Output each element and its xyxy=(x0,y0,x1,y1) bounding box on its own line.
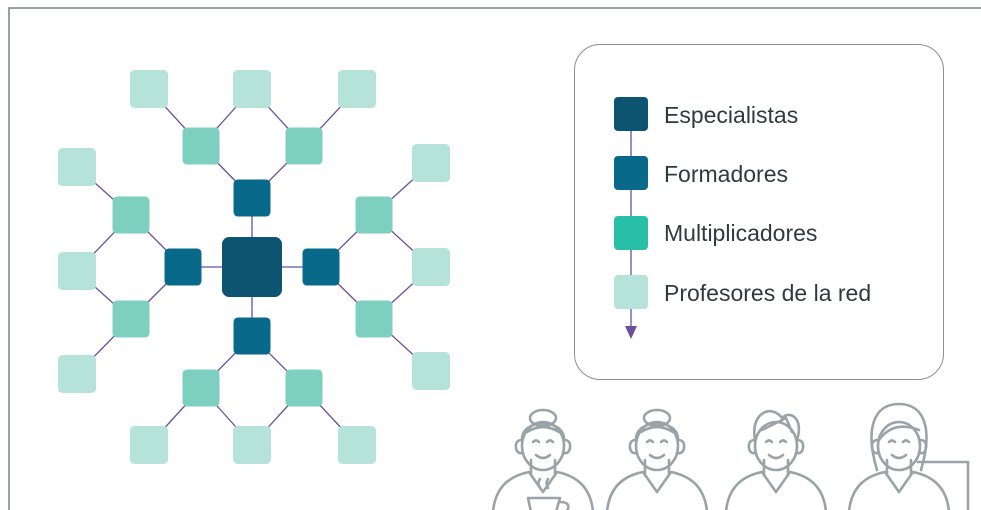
legend-label-multipliers: Multiplicadores xyxy=(664,220,818,246)
frame-left-border xyxy=(8,7,10,510)
teacher-with-coffee-icon xyxy=(491,408,595,510)
teacher-node xyxy=(338,426,376,464)
teacher-node xyxy=(233,426,271,464)
legend-label-trainers: Formadores xyxy=(664,161,788,187)
legend-swatch xyxy=(614,97,648,131)
teacher-node xyxy=(338,70,376,108)
multiplier-node xyxy=(355,196,393,234)
trainer-node xyxy=(233,317,271,355)
specialist-node xyxy=(222,237,282,297)
legend-label-teachers: Profesores de la red xyxy=(664,280,872,306)
teacher-node xyxy=(58,355,96,393)
network-nodes xyxy=(58,70,450,464)
frame-top-border xyxy=(8,7,981,9)
multiplier-node xyxy=(112,300,150,338)
multiplier-node xyxy=(182,127,220,165)
teacher-node xyxy=(412,248,450,286)
multiplier-node xyxy=(182,369,220,407)
legend-swatch xyxy=(614,156,648,190)
teacher-node xyxy=(58,252,96,290)
trainer-node xyxy=(164,248,202,286)
legend-arrow-icon xyxy=(625,326,637,339)
teacher-man-icon xyxy=(724,409,828,510)
teacher-node xyxy=(412,144,450,182)
trainer-node xyxy=(302,248,340,286)
teacher-node xyxy=(58,148,96,186)
teacher-node xyxy=(233,70,271,108)
legend-panel: Especialistas Formadores Multiplicadores… xyxy=(574,44,944,380)
trainer-node xyxy=(233,179,271,217)
teacher-node xyxy=(412,352,450,390)
steam-icon xyxy=(537,477,550,490)
teacher-woman-icon xyxy=(605,408,709,510)
legend-swatch xyxy=(614,216,648,250)
multiplier-node xyxy=(285,127,323,165)
multiplier-node xyxy=(285,369,323,407)
multiplier-node xyxy=(112,196,150,234)
legend-label-specialists: Especialistas xyxy=(664,102,799,128)
board-icon xyxy=(916,460,970,510)
legend-swatch xyxy=(614,275,648,309)
legend-graphics xyxy=(614,97,648,339)
teacher-node xyxy=(130,426,168,464)
teacher-with-board-icon xyxy=(847,402,970,510)
coffee-cup-icon xyxy=(526,496,570,510)
teacher-node xyxy=(130,70,168,108)
multiplier-node xyxy=(355,300,393,338)
